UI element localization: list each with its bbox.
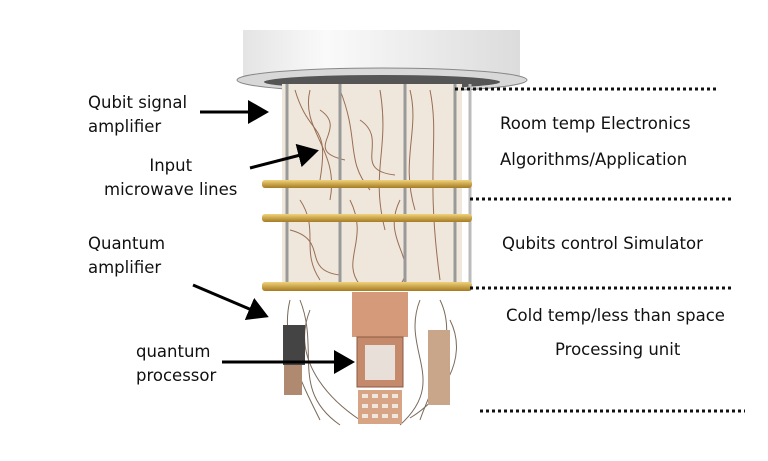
copper-mount <box>352 292 408 337</box>
arrow-quantum-amplifier <box>192 283 269 321</box>
gold-plate <box>262 282 472 291</box>
label-quantum-processor: quantum processor <box>136 342 217 385</box>
label-cold-temp: Cold temp/less than space <box>506 306 725 325</box>
gold-plate <box>262 214 472 222</box>
label-qubits-control: Qubits control Simulator <box>502 234 703 253</box>
label-quantum-amplifier: Quantum amplifier <box>88 234 166 277</box>
label-processing-unit: Processing unit <box>555 340 681 359</box>
gold-plate <box>262 180 472 188</box>
label-input-microwave-lines: Input microwave lines <box>104 156 238 199</box>
label-room-temp: Room temp Electronics <box>500 114 691 133</box>
label-qubit-signal-amplifier: Qubit signal amplifier <box>88 93 188 136</box>
arrow-input-microwave-lines <box>249 143 319 170</box>
label-algorithms: Algorithms/Application <box>500 150 688 169</box>
